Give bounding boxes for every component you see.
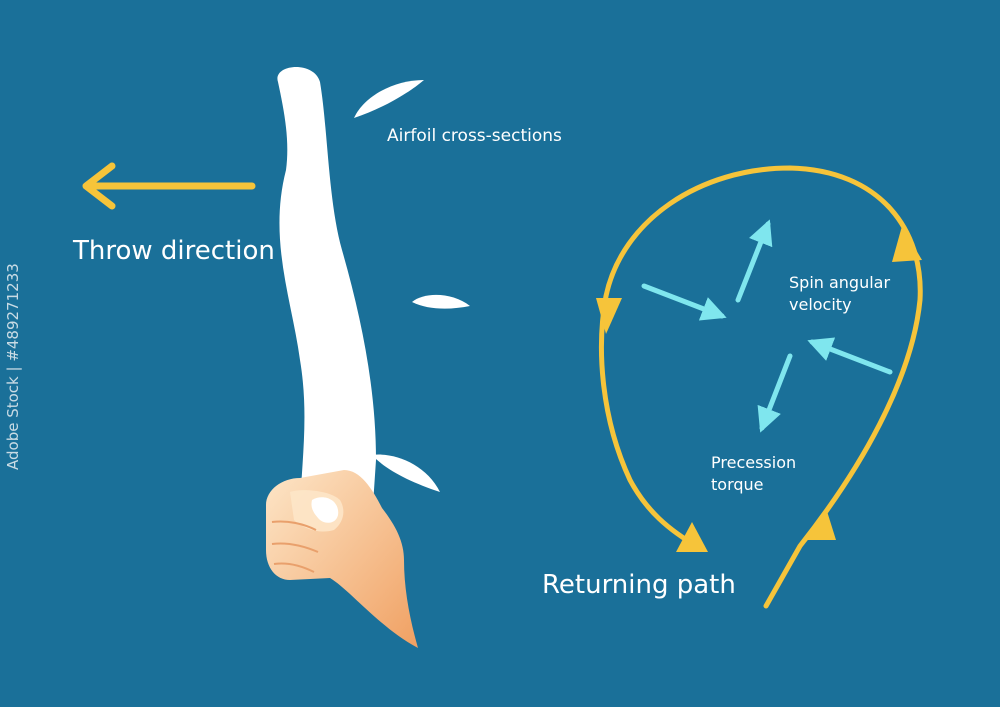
arrowhead-start	[806, 508, 836, 540]
spin-label-line-2: velocity	[789, 294, 852, 314]
arrowhead-left	[596, 298, 622, 334]
vector-3	[807, 337, 893, 375]
precession-label-line-2: torque	[711, 474, 764, 494]
airfoil-section-1	[354, 80, 424, 118]
vector-arrows	[641, 219, 893, 433]
throw-direction-label: Throw direction	[73, 236, 275, 266]
vector-4	[757, 353, 793, 433]
boomerang	[277, 66, 376, 521]
vector-2	[735, 219, 773, 303]
spin-label-line-1: Spin angular	[789, 273, 891, 292]
hand-icon	[266, 470, 418, 648]
returning-path	[598, 165, 923, 609]
airfoil-section-3	[372, 454, 440, 492]
returning-path-label: Returning path	[542, 570, 736, 600]
path-arrowheads	[596, 226, 922, 552]
arrowhead-right	[892, 226, 922, 262]
precession-label-line-1: Precession	[711, 453, 797, 472]
arrow-left-icon	[82, 162, 256, 210]
stock-id-label: Adobe Stock | #489271233	[4, 263, 22, 470]
airfoil-section-2	[412, 294, 470, 309]
arrowhead-end	[676, 522, 708, 552]
vector-1	[641, 283, 727, 321]
airfoil-label: Airfoil cross-sections	[387, 126, 562, 146]
spin-velocity-label: Spin angular velocity	[789, 272, 890, 315]
precession-torque-label: Precession torque	[711, 452, 796, 495]
